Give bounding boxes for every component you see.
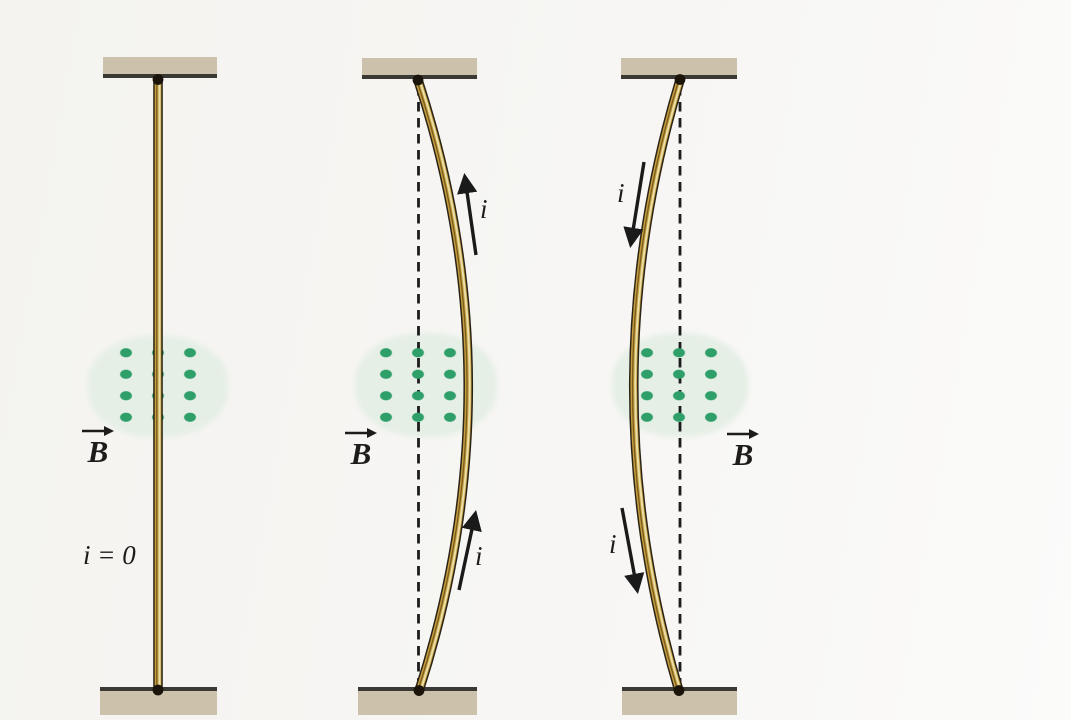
wire-end-dot [412,74,424,86]
b-field-label: B [80,424,116,467]
b-field-symbol: B [87,434,109,469]
wire-end-dot [152,74,164,85]
zero-current-label: i = 0 [83,540,136,570]
current-symbol-label: i [480,194,488,224]
wire-end-dot [673,685,685,696]
current-arrow-up-icon [457,510,482,591]
vector-arrow-icon [345,428,377,438]
current-symbol-label: i [609,529,617,559]
wire-bulged-left [628,75,685,696]
vector-arrow-icon [727,429,759,439]
current-arrow-down-icon [620,507,645,595]
wire-end-dot [674,74,686,85]
b-field-label: B [343,426,379,469]
b-field-symbol: B [350,436,372,471]
wire-end-dot [413,685,425,696]
wire-straight [153,74,163,695]
wire-end-dot [152,684,164,696]
b-field-label: B [725,427,761,470]
current-arrow-down-icon [623,161,646,249]
field-out-of-page-dots [631,342,727,428]
current-arrow-up-icon [457,172,478,256]
wire-bulged-right [413,75,474,696]
vector-arrow-icon [82,426,114,436]
b-field-symbol: B [732,437,754,472]
current-symbol-label: i [617,178,625,208]
field-out-of-page-dots [370,342,466,428]
current-symbol-label: i [475,541,483,571]
